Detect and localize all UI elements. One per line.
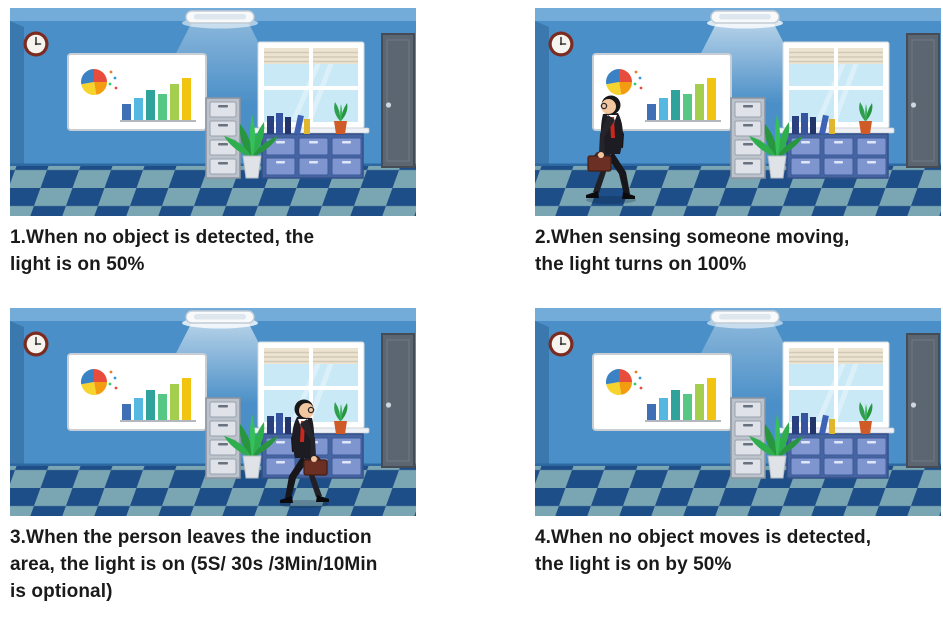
tall-plant-pot bbox=[242, 155, 262, 179]
glasses-icon bbox=[307, 406, 315, 414]
pie-chart bbox=[80, 69, 108, 96]
panel-4: 4.When no object moves is detected, the … bbox=[535, 308, 941, 606]
presentation-board bbox=[67, 353, 207, 431]
small-plant-pot bbox=[859, 121, 872, 134]
books bbox=[792, 113, 835, 135]
bar-chart bbox=[645, 378, 721, 422]
front-shoe bbox=[586, 191, 599, 198]
briefcase bbox=[303, 459, 328, 476]
hand bbox=[311, 456, 317, 462]
bar-chart bbox=[120, 378, 196, 422]
tall-potted-plant bbox=[224, 414, 278, 479]
filing-cabinet bbox=[205, 397, 241, 479]
presentation-board bbox=[67, 53, 207, 131]
bar-chart bbox=[120, 78, 196, 122]
door-handle bbox=[910, 402, 917, 408]
small-potted-plant bbox=[859, 102, 873, 134]
tall-plant-pot bbox=[242, 455, 262, 479]
face bbox=[299, 403, 314, 418]
ceiling-light bbox=[710, 310, 780, 324]
ceiling-light bbox=[185, 310, 255, 324]
small-plant-pot bbox=[334, 121, 347, 134]
office-scene bbox=[10, 8, 416, 216]
panel-1: 1.When no object is detected, the light … bbox=[10, 8, 416, 308]
door-handle bbox=[385, 102, 392, 108]
wall-clock bbox=[23, 331, 49, 357]
tall-potted-plant bbox=[749, 414, 803, 479]
caption-3: 3.When the person leaves the induction a… bbox=[10, 527, 378, 602]
presentation-board bbox=[592, 353, 732, 431]
filing-cabinet bbox=[730, 97, 766, 179]
ceiling-light bbox=[185, 10, 255, 24]
books bbox=[792, 413, 835, 435]
instruction-panel-grid: 1.When no object is detected, the light … bbox=[10, 8, 941, 606]
face bbox=[601, 99, 616, 114]
front-shoe bbox=[316, 495, 329, 502]
panel-2: 2.When sensing someone moving, the light… bbox=[535, 8, 941, 308]
wall-clock bbox=[548, 31, 574, 57]
filing-cabinet bbox=[730, 397, 766, 479]
left-side-wall bbox=[535, 21, 549, 166]
back-shoe bbox=[622, 192, 635, 199]
back-leg bbox=[608, 152, 630, 195]
scatter-dots bbox=[633, 370, 643, 390]
panel-3: 3.When the person leaves the induction a… bbox=[10, 308, 416, 606]
office-scene bbox=[10, 308, 416, 516]
caption-1: 1.When no object is detected, the light … bbox=[10, 227, 315, 275]
caption-4: 4.When no object moves is detected, the … bbox=[535, 527, 872, 575]
small-plant-pot bbox=[334, 421, 347, 434]
wall-clock bbox=[23, 31, 49, 57]
tall-potted-plant bbox=[749, 114, 803, 179]
presentation-board bbox=[592, 53, 732, 131]
back-leg bbox=[285, 456, 307, 499]
door bbox=[906, 33, 940, 168]
businessman bbox=[279, 399, 329, 508]
drawer-cabinet bbox=[786, 433, 889, 479]
door bbox=[381, 33, 415, 168]
door bbox=[906, 333, 940, 468]
left-side-wall bbox=[535, 321, 549, 466]
front-arm bbox=[300, 419, 316, 458]
bar-chart bbox=[645, 78, 721, 122]
tall-plant-pot bbox=[767, 455, 787, 479]
drawer-cabinet bbox=[261, 133, 364, 179]
glasses-icon bbox=[600, 102, 608, 110]
caption-2: 2.When sensing someone moving, the light… bbox=[535, 227, 850, 275]
pie-chart bbox=[80, 369, 108, 396]
small-potted-plant bbox=[334, 402, 348, 434]
scene-illustration-4 bbox=[535, 308, 941, 516]
small-potted-plant bbox=[334, 102, 348, 134]
tall-potted-plant bbox=[224, 114, 278, 179]
pie-chart bbox=[605, 369, 632, 396]
door bbox=[381, 333, 415, 468]
scatter-dots bbox=[108, 370, 118, 390]
left-side-wall bbox=[10, 21, 24, 166]
businessman bbox=[586, 95, 636, 204]
books bbox=[267, 113, 310, 135]
scene-illustration-2 bbox=[535, 8, 941, 216]
wall-clock bbox=[548, 331, 574, 357]
scene-illustration-3 bbox=[10, 308, 416, 516]
pie-chart bbox=[605, 69, 632, 96]
drawer-cabinet bbox=[786, 133, 889, 179]
front-arm bbox=[599, 115, 615, 154]
door-handle bbox=[910, 102, 917, 108]
scatter-dots bbox=[633, 70, 643, 90]
office-scene bbox=[535, 308, 941, 516]
office-scene bbox=[535, 8, 941, 216]
filing-cabinet bbox=[205, 97, 241, 179]
small-potted-plant bbox=[859, 402, 873, 434]
back-shoe bbox=[280, 496, 293, 503]
scene-illustration-1 bbox=[10, 8, 416, 216]
briefcase bbox=[587, 155, 612, 172]
left-side-wall bbox=[10, 321, 24, 466]
hand bbox=[598, 152, 604, 158]
door-handle bbox=[385, 402, 392, 408]
small-plant-pot bbox=[859, 421, 872, 434]
scatter-dots bbox=[108, 70, 118, 90]
tall-plant-pot bbox=[767, 155, 787, 179]
ceiling-light bbox=[710, 10, 780, 24]
